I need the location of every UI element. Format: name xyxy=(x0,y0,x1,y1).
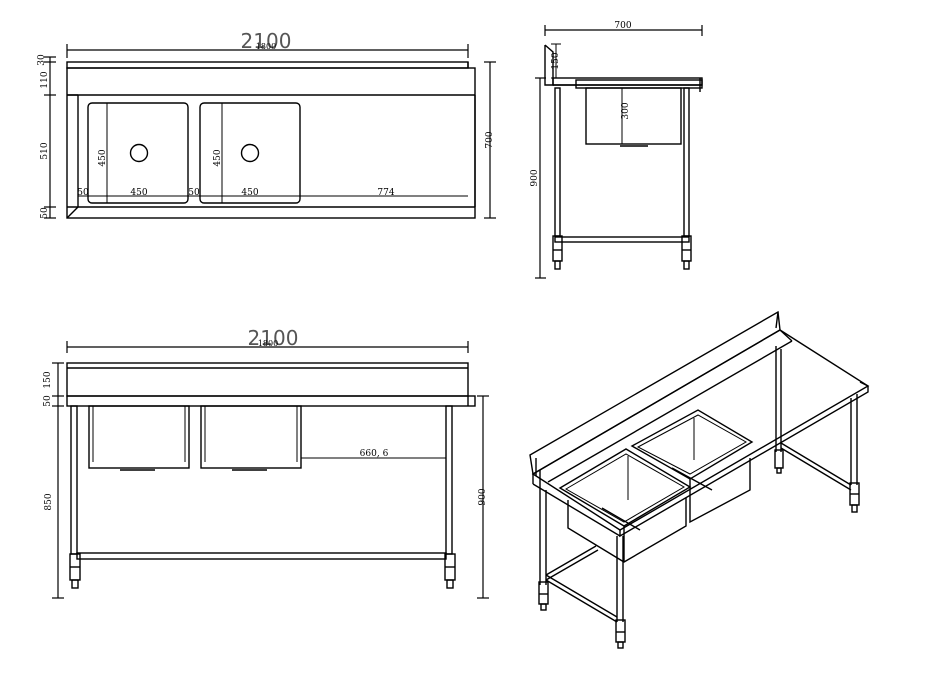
front-drain-dim: 660, 6 xyxy=(360,449,389,459)
top-bowl-depth-1: 450 xyxy=(98,149,108,166)
top-inner-length: 1800 xyxy=(256,42,276,51)
side-height: 900 xyxy=(530,169,540,186)
side-upstand: 150 xyxy=(551,52,561,69)
top-gap-2: 50 xyxy=(188,188,200,198)
front-inner-length: 1800 xyxy=(258,339,278,348)
front-height: 900 xyxy=(478,488,488,505)
top-overall-length: 2100 xyxy=(241,29,292,53)
top-drainboard: 774 xyxy=(377,188,394,198)
top-bowl-zone: 510 xyxy=(40,142,50,159)
front-top-thickness: 50 xyxy=(43,395,53,407)
top-backsplash: 30 xyxy=(37,54,47,66)
top-front-rim: 50 xyxy=(40,207,50,219)
side-view: 700 150 300 900 xyxy=(530,21,703,279)
top-depth: 700 xyxy=(485,131,495,148)
isometric-view xyxy=(529,310,870,649)
top-view: 2100 1800 450 450 50 450 50 450 774 xyxy=(37,29,496,219)
top-bowl-depth-2: 450 xyxy=(213,149,223,166)
side-depth: 700 xyxy=(614,21,631,31)
top-gap-1: 50 xyxy=(77,188,89,198)
side-bowl-depth: 300 xyxy=(621,102,631,119)
top-bowl-width-1: 450 xyxy=(130,188,147,198)
front-leg-height: 850 xyxy=(44,493,54,510)
front-overall-length: 2100 xyxy=(248,326,299,350)
front-upstand: 150 xyxy=(43,371,53,388)
top-rim: 110 xyxy=(40,71,50,88)
top-bowl-width-2: 450 xyxy=(241,188,258,198)
front-view: 2100 1800 660, 6 150 xyxy=(43,326,489,599)
